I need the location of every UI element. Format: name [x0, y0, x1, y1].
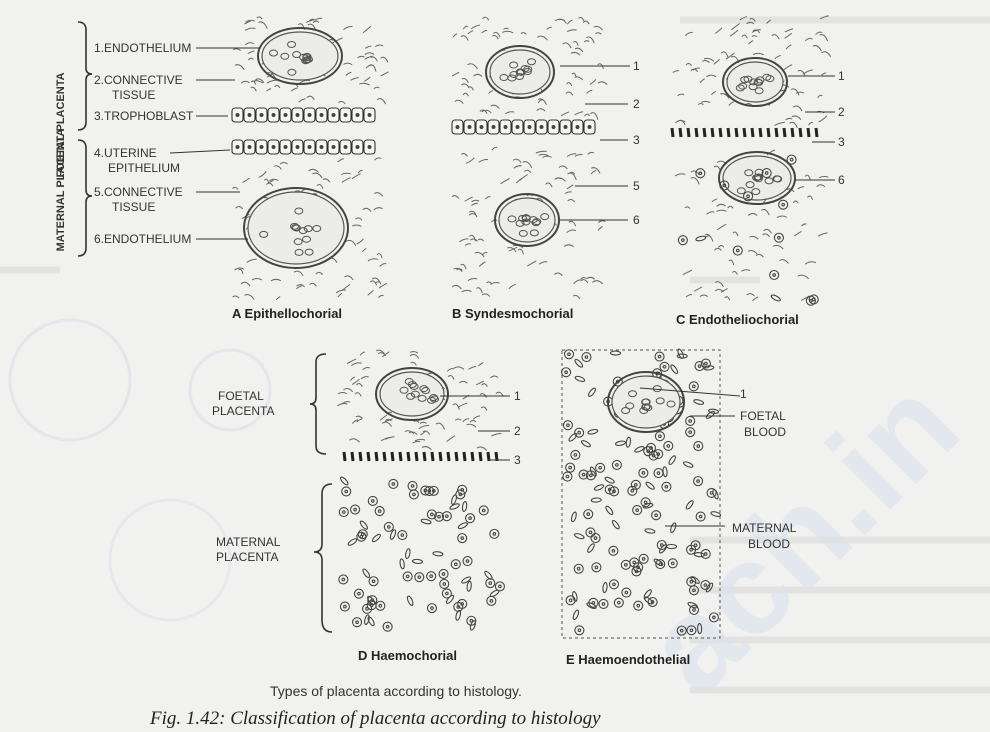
panel-a-maternal-capillary: [244, 188, 348, 268]
label-e-maternal-blood: BLOOD: [748, 537, 790, 551]
label-epithelium-4: EPITHELIUM: [108, 161, 180, 175]
label-connective-2: 2.CONNECTIVE: [94, 73, 183, 87]
number-b-2: 2: [633, 97, 640, 111]
number-d-2: 2: [514, 424, 521, 438]
label-e-foetal: FOETAL: [740, 409, 786, 423]
panel-d: FOETAL PLACENTA MATERNAL PLACENTA 1 2 3 …: [212, 354, 521, 663]
number-c-3: 3: [838, 135, 845, 149]
number-c-6: 6: [838, 173, 845, 187]
caption-d: D Haemochorial: [358, 648, 457, 663]
panel-d-leader-lines: [440, 396, 510, 460]
label-d-foetal: FOETAL: [218, 389, 264, 403]
label-connective-5: 5.CONNECTIVE: [94, 185, 183, 199]
side-label-maternal-placenta: MATERNAL PLACENTA: [55, 129, 67, 252]
panel-b: 1 2 3 5 6 B Syndesmochorial: [452, 59, 640, 321]
label-uterine-4: 4.UTERINE: [94, 146, 157, 160]
brace-d-maternal: [314, 484, 332, 632]
panel-c-maternal-endothelium: [719, 152, 795, 204]
number-d-3: 3: [514, 453, 521, 467]
panel-c-trophoblast-border: [672, 128, 817, 137]
label-tissue-5: TISSUE: [112, 200, 155, 214]
number-b-3: 3: [633, 133, 640, 147]
panel-c-leader-lines: [788, 76, 835, 180]
panel-a-uterine-epithelium: [232, 140, 375, 154]
caption-b: B Syndesmochorial: [452, 306, 573, 321]
figure-caption: Fig. 1.42: Classification of placenta ac…: [149, 708, 601, 729]
label-d-foetal-placenta: PLACENTA: [212, 404, 274, 418]
brace-foetal: [78, 22, 92, 130]
label-e-foetal-blood: BLOOD: [744, 425, 786, 439]
number-b-6: 6: [633, 213, 640, 227]
caption-e: E Haemoendothelial: [566, 652, 690, 667]
number-b-5: 5: [633, 179, 640, 193]
panel-d-trophoblast-border: [344, 452, 497, 461]
caption-c: C Endotheliochorial: [676, 312, 799, 327]
number-c-2: 2: [838, 105, 845, 119]
label-d-maternal: MATERNAL: [216, 535, 281, 549]
number-d-1: 1: [514, 389, 521, 403]
label-d-maternal-placenta: PLACENTA: [216, 550, 278, 564]
panel-c-foetal-capillary: [723, 58, 787, 106]
panel-d-maternal-blood-pool: [339, 476, 505, 631]
panel-b-foetal-capillary: [486, 46, 554, 98]
number-c-1: 1: [838, 69, 845, 83]
panel-b-trophoblast-layer: [452, 120, 595, 134]
label-trophoblast-3: 3.TROPHOBLAST: [94, 109, 194, 123]
panel-a-trophoblast-layer: [232, 108, 375, 122]
label-endothelium-1: 1.ENDOTHELIUM: [94, 41, 191, 55]
panel-b-leader-lines: [560, 66, 630, 220]
panel-d-foetal-capillary: [376, 368, 448, 420]
label-tissue-2: TISSUE: [112, 88, 155, 102]
number-b-1: 1: [633, 59, 640, 73]
panel-a-foetal-capillary: [258, 28, 342, 84]
panel-e-foetal-capillary: [608, 372, 684, 432]
brace-maternal: [78, 140, 92, 256]
panel-b-maternal-capillary: [495, 194, 559, 246]
number-e-1: 1: [740, 387, 747, 401]
caption-a: A Epithellochorial: [232, 306, 342, 321]
label-endothelium-6: 6.ENDOTHELIUM: [94, 232, 191, 246]
label-e-maternal: MATERNAL: [732, 521, 797, 535]
brace-d-foetal: [310, 354, 326, 454]
subtitle: Types of placenta according to histology…: [270, 683, 522, 699]
